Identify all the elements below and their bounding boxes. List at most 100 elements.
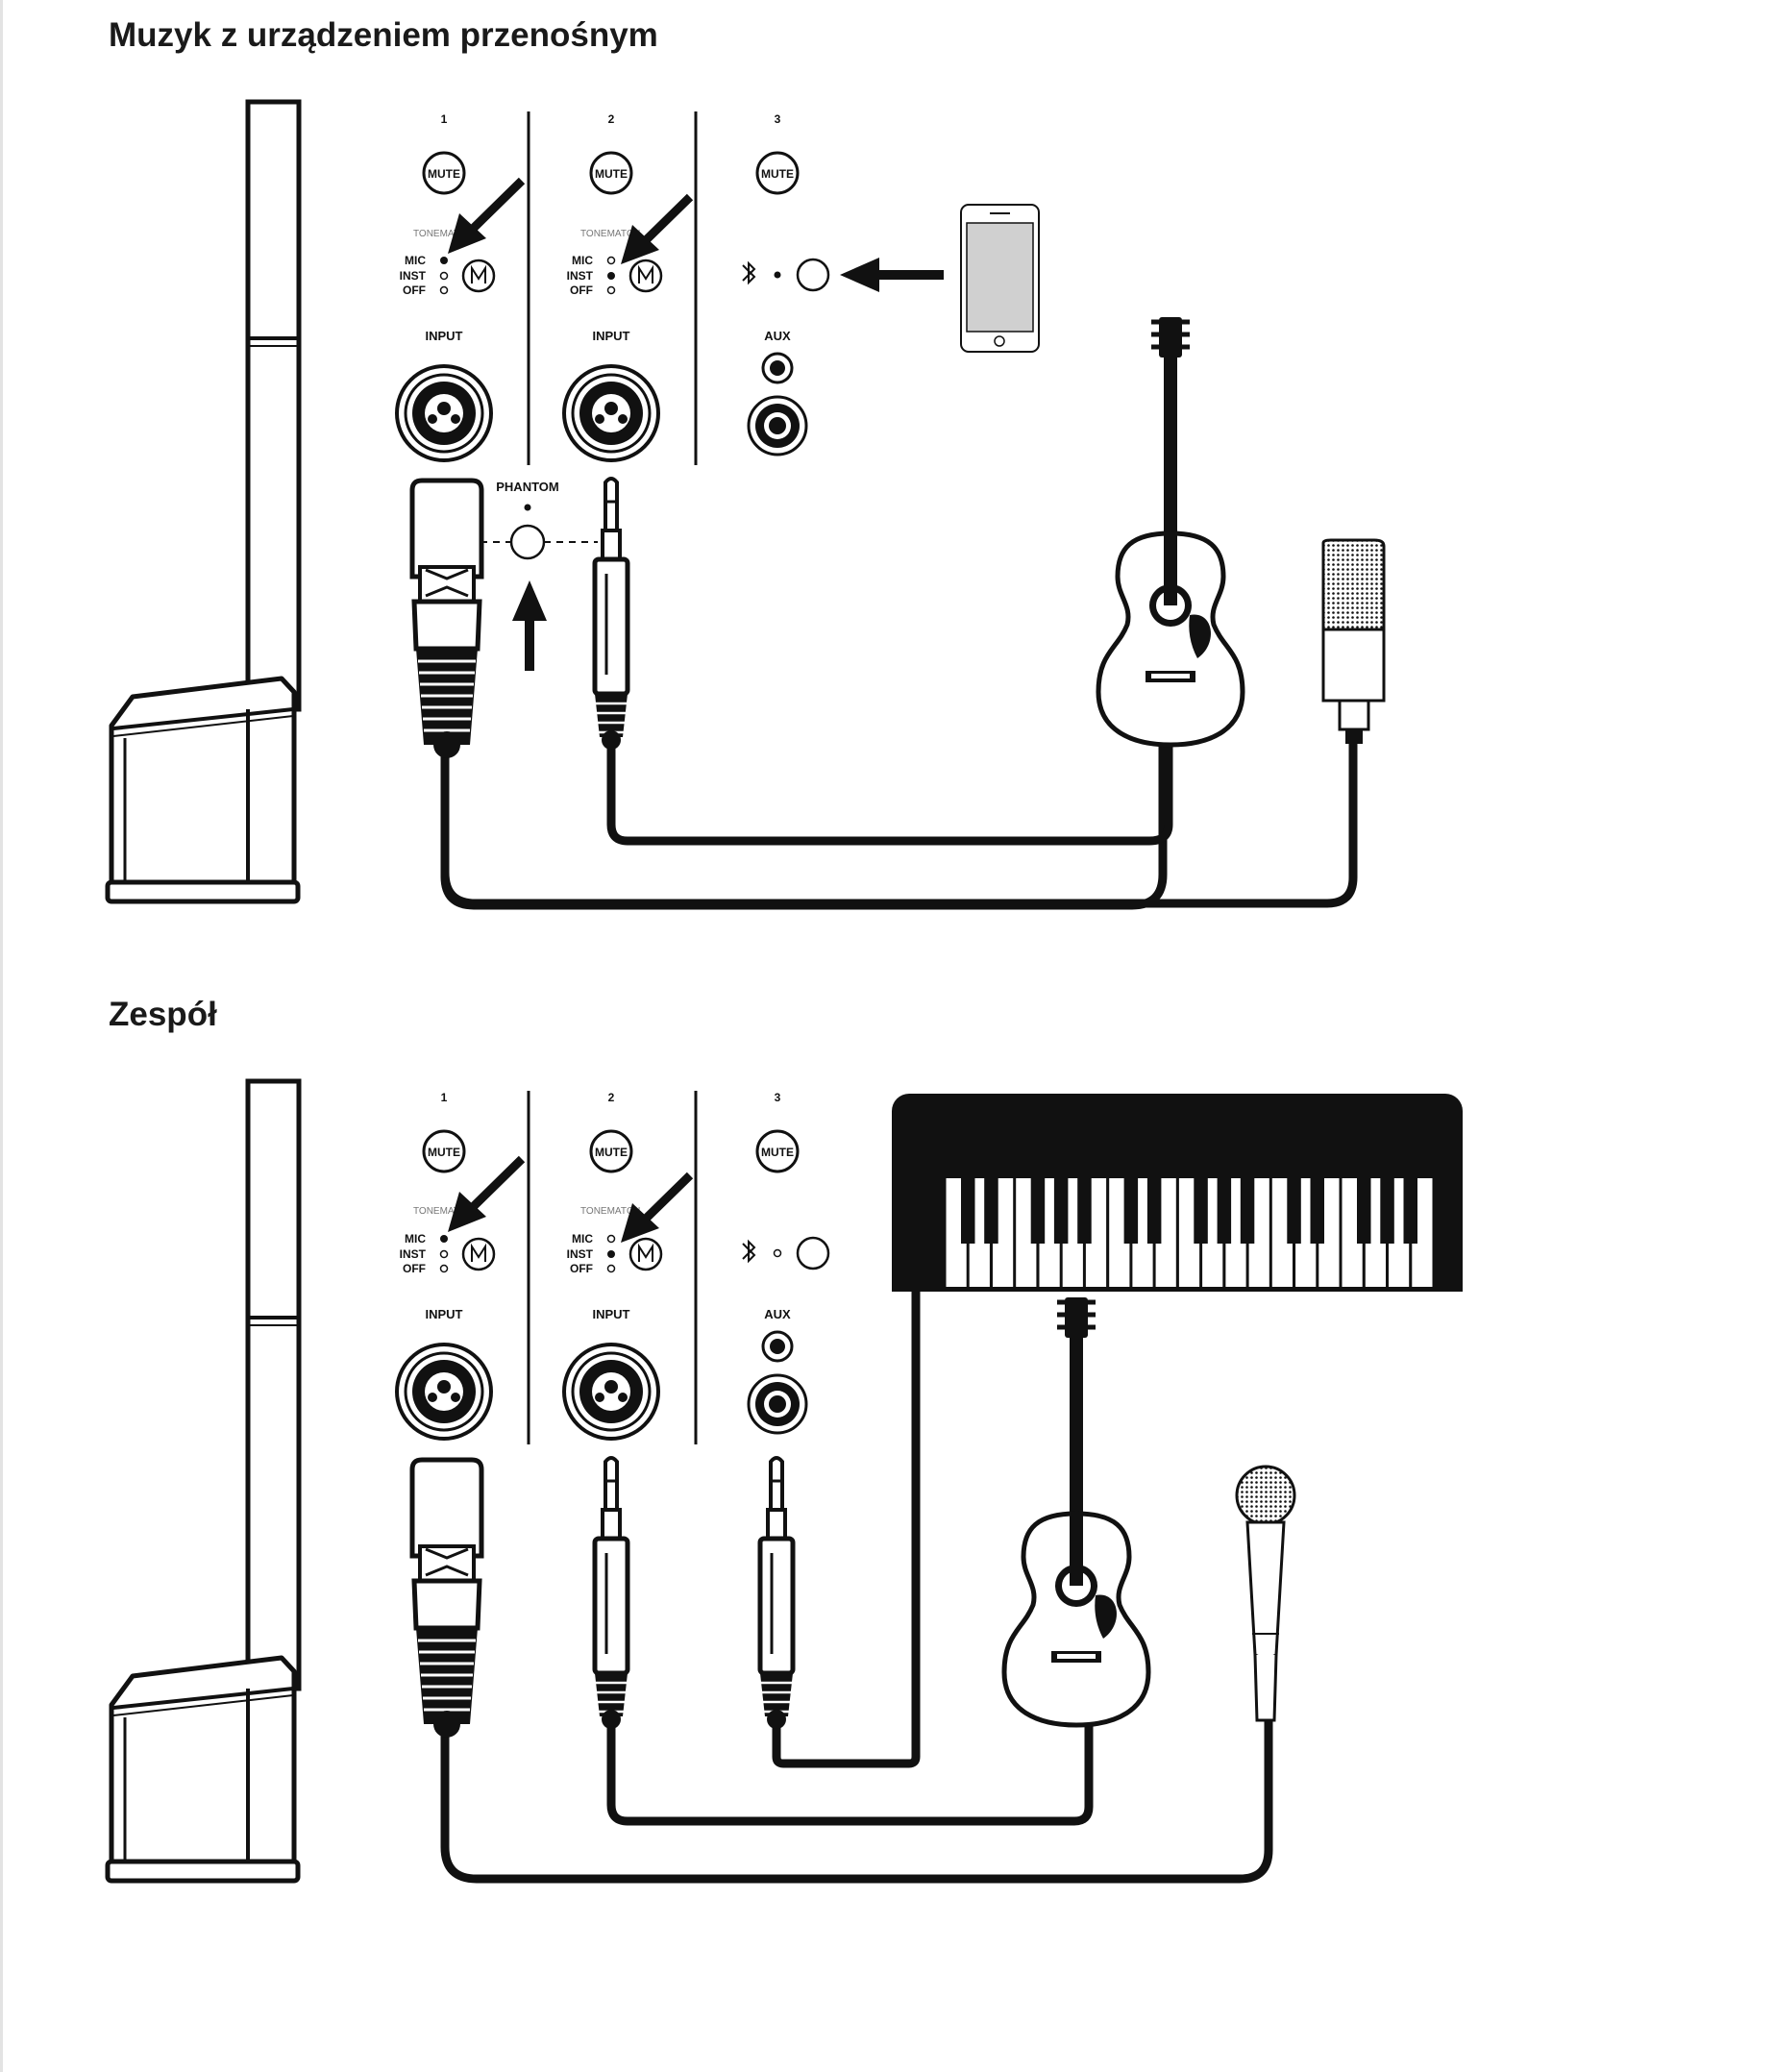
microphone-cable bbox=[440, 740, 1358, 908]
input-label: INPUT bbox=[593, 329, 630, 343]
channel-number: 3 bbox=[775, 112, 781, 126]
mode-indicator bbox=[439, 271, 449, 281]
line-array-speaker-icon bbox=[108, 1080, 299, 1881]
black-key bbox=[1030, 1178, 1046, 1244]
tonematch-knob-icon[interactable] bbox=[461, 259, 496, 293]
svg-text:MUTE: MUTE bbox=[428, 1146, 460, 1159]
mode-indicator bbox=[606, 1264, 616, 1273]
mode-mic-label: MIC bbox=[572, 1232, 593, 1246]
arrow-icon bbox=[621, 193, 694, 264]
mute-button[interactable]: MUTE bbox=[589, 151, 633, 195]
black-key bbox=[1123, 1178, 1139, 1244]
mode-indicator-active bbox=[440, 257, 448, 264]
channel-number: 1 bbox=[441, 112, 448, 126]
guitar-cable bbox=[440, 726, 1168, 910]
svg-text:MUTE: MUTE bbox=[428, 167, 460, 181]
black-key bbox=[1217, 1178, 1232, 1244]
channel-number: 2 bbox=[608, 1091, 615, 1104]
mode-inst-label: INST bbox=[400, 1247, 427, 1261]
black-key bbox=[984, 1178, 998, 1244]
phantom-label: PHANTOM bbox=[496, 480, 558, 494]
arrow-icon bbox=[840, 258, 944, 292]
acoustic-guitar-icon bbox=[1098, 317, 1243, 745]
xlr-plug-icon bbox=[412, 481, 481, 758]
acoustic-guitar-icon bbox=[1004, 1297, 1148, 1725]
keyboard-icon bbox=[892, 1094, 1463, 1292]
line-array-speaker-icon bbox=[108, 101, 299, 901]
mode-mic-label: MIC bbox=[405, 254, 426, 267]
mute-button[interactable]: MUTE bbox=[422, 1129, 466, 1173]
mute-button[interactable]: MUTE bbox=[422, 151, 466, 195]
input-label: INPUT bbox=[426, 329, 463, 343]
black-key bbox=[1310, 1178, 1324, 1244]
instrument-cable bbox=[606, 711, 1173, 846]
phantom-button[interactable] bbox=[509, 524, 546, 560]
keyboard-cable bbox=[772, 1288, 921, 1768]
arrow-icon bbox=[512, 580, 547, 671]
mode-indicator bbox=[606, 285, 616, 295]
mode-indicator bbox=[606, 1234, 616, 1244]
microphone-cable bbox=[440, 1720, 1273, 1884]
tonematch-logo: TONEMATCH bbox=[413, 229, 473, 239]
black-key bbox=[961, 1178, 975, 1244]
combo-input-jack[interactable] bbox=[562, 1343, 660, 1441]
channel-number: 2 bbox=[608, 112, 615, 126]
mode-inst-label: INST bbox=[567, 269, 594, 283]
smartphone-icon bbox=[960, 204, 1040, 353]
mode-indicator bbox=[439, 1249, 449, 1259]
black-key bbox=[1380, 1178, 1394, 1244]
black-key bbox=[1357, 1178, 1371, 1244]
combo-input-jack[interactable] bbox=[562, 364, 660, 462]
dynamic-microphone-icon bbox=[1235, 1465, 1296, 1722]
black-key bbox=[1077, 1178, 1092, 1244]
mode-off-label: OFF bbox=[570, 1262, 593, 1275]
mode-indicator bbox=[606, 256, 616, 265]
bluetooth-icon bbox=[742, 1239, 756, 1264]
input-label: INPUT bbox=[426, 1307, 463, 1321]
mute-button[interactable]: MUTE bbox=[589, 1129, 633, 1173]
bluetooth-indicator bbox=[773, 1248, 782, 1258]
mute-button[interactable]: MUTE bbox=[755, 1129, 800, 1173]
mode-indicator bbox=[439, 285, 449, 295]
aux-mini-jack[interactable] bbox=[761, 352, 794, 384]
black-key bbox=[1403, 1178, 1417, 1244]
section-2-title: Zespół bbox=[109, 996, 217, 1033]
mode-off-label: OFF bbox=[403, 284, 426, 297]
tonematch-knob-icon[interactable] bbox=[628, 1237, 663, 1271]
mode-indicator bbox=[439, 1264, 449, 1273]
quarter-inch-plug-icon bbox=[595, 479, 628, 750]
svg-text:MUTE: MUTE bbox=[761, 167, 794, 181]
page-edge-line bbox=[0, 0, 3, 2072]
tonematch-knob-icon[interactable] bbox=[461, 1237, 496, 1271]
mode-indicator-active bbox=[607, 1250, 615, 1258]
combo-input-jack[interactable] bbox=[395, 1343, 493, 1441]
aux-mini-jack[interactable] bbox=[761, 1330, 794, 1363]
aux-quarter-jack[interactable] bbox=[747, 395, 808, 456]
mode-inst-label: INST bbox=[400, 269, 427, 283]
black-key bbox=[1287, 1178, 1301, 1244]
tonematch-logo: TONEMATCH bbox=[413, 1206, 473, 1217]
combo-input-jack[interactable] bbox=[395, 364, 493, 462]
quarter-inch-plug-icon bbox=[595, 1458, 628, 1729]
bluetooth-icon bbox=[742, 260, 756, 285]
arrow-icon bbox=[448, 1155, 526, 1232]
aux-quarter-jack[interactable] bbox=[747, 1373, 808, 1435]
phantom-indicator bbox=[524, 504, 531, 511]
mode-mic-label: MIC bbox=[405, 1232, 426, 1246]
condenser-microphone-icon bbox=[1321, 538, 1386, 744]
black-key bbox=[1240, 1178, 1255, 1244]
black-key bbox=[1194, 1178, 1208, 1244]
black-key bbox=[1053, 1178, 1069, 1244]
channel-number: 3 bbox=[775, 1091, 781, 1104]
tonematch-knob-icon[interactable] bbox=[628, 259, 663, 293]
mode-off-label: OFF bbox=[403, 1262, 426, 1275]
mode-inst-label: INST bbox=[567, 1247, 594, 1261]
quarter-inch-plug-icon bbox=[760, 1458, 793, 1729]
svg-text:MUTE: MUTE bbox=[761, 1146, 794, 1159]
bluetooth-button[interactable] bbox=[796, 258, 830, 292]
bluetooth-button[interactable] bbox=[796, 1236, 830, 1270]
black-key bbox=[1146, 1178, 1162, 1244]
mode-indicator-active bbox=[607, 272, 615, 280]
mute-button[interactable]: MUTE bbox=[755, 151, 800, 195]
